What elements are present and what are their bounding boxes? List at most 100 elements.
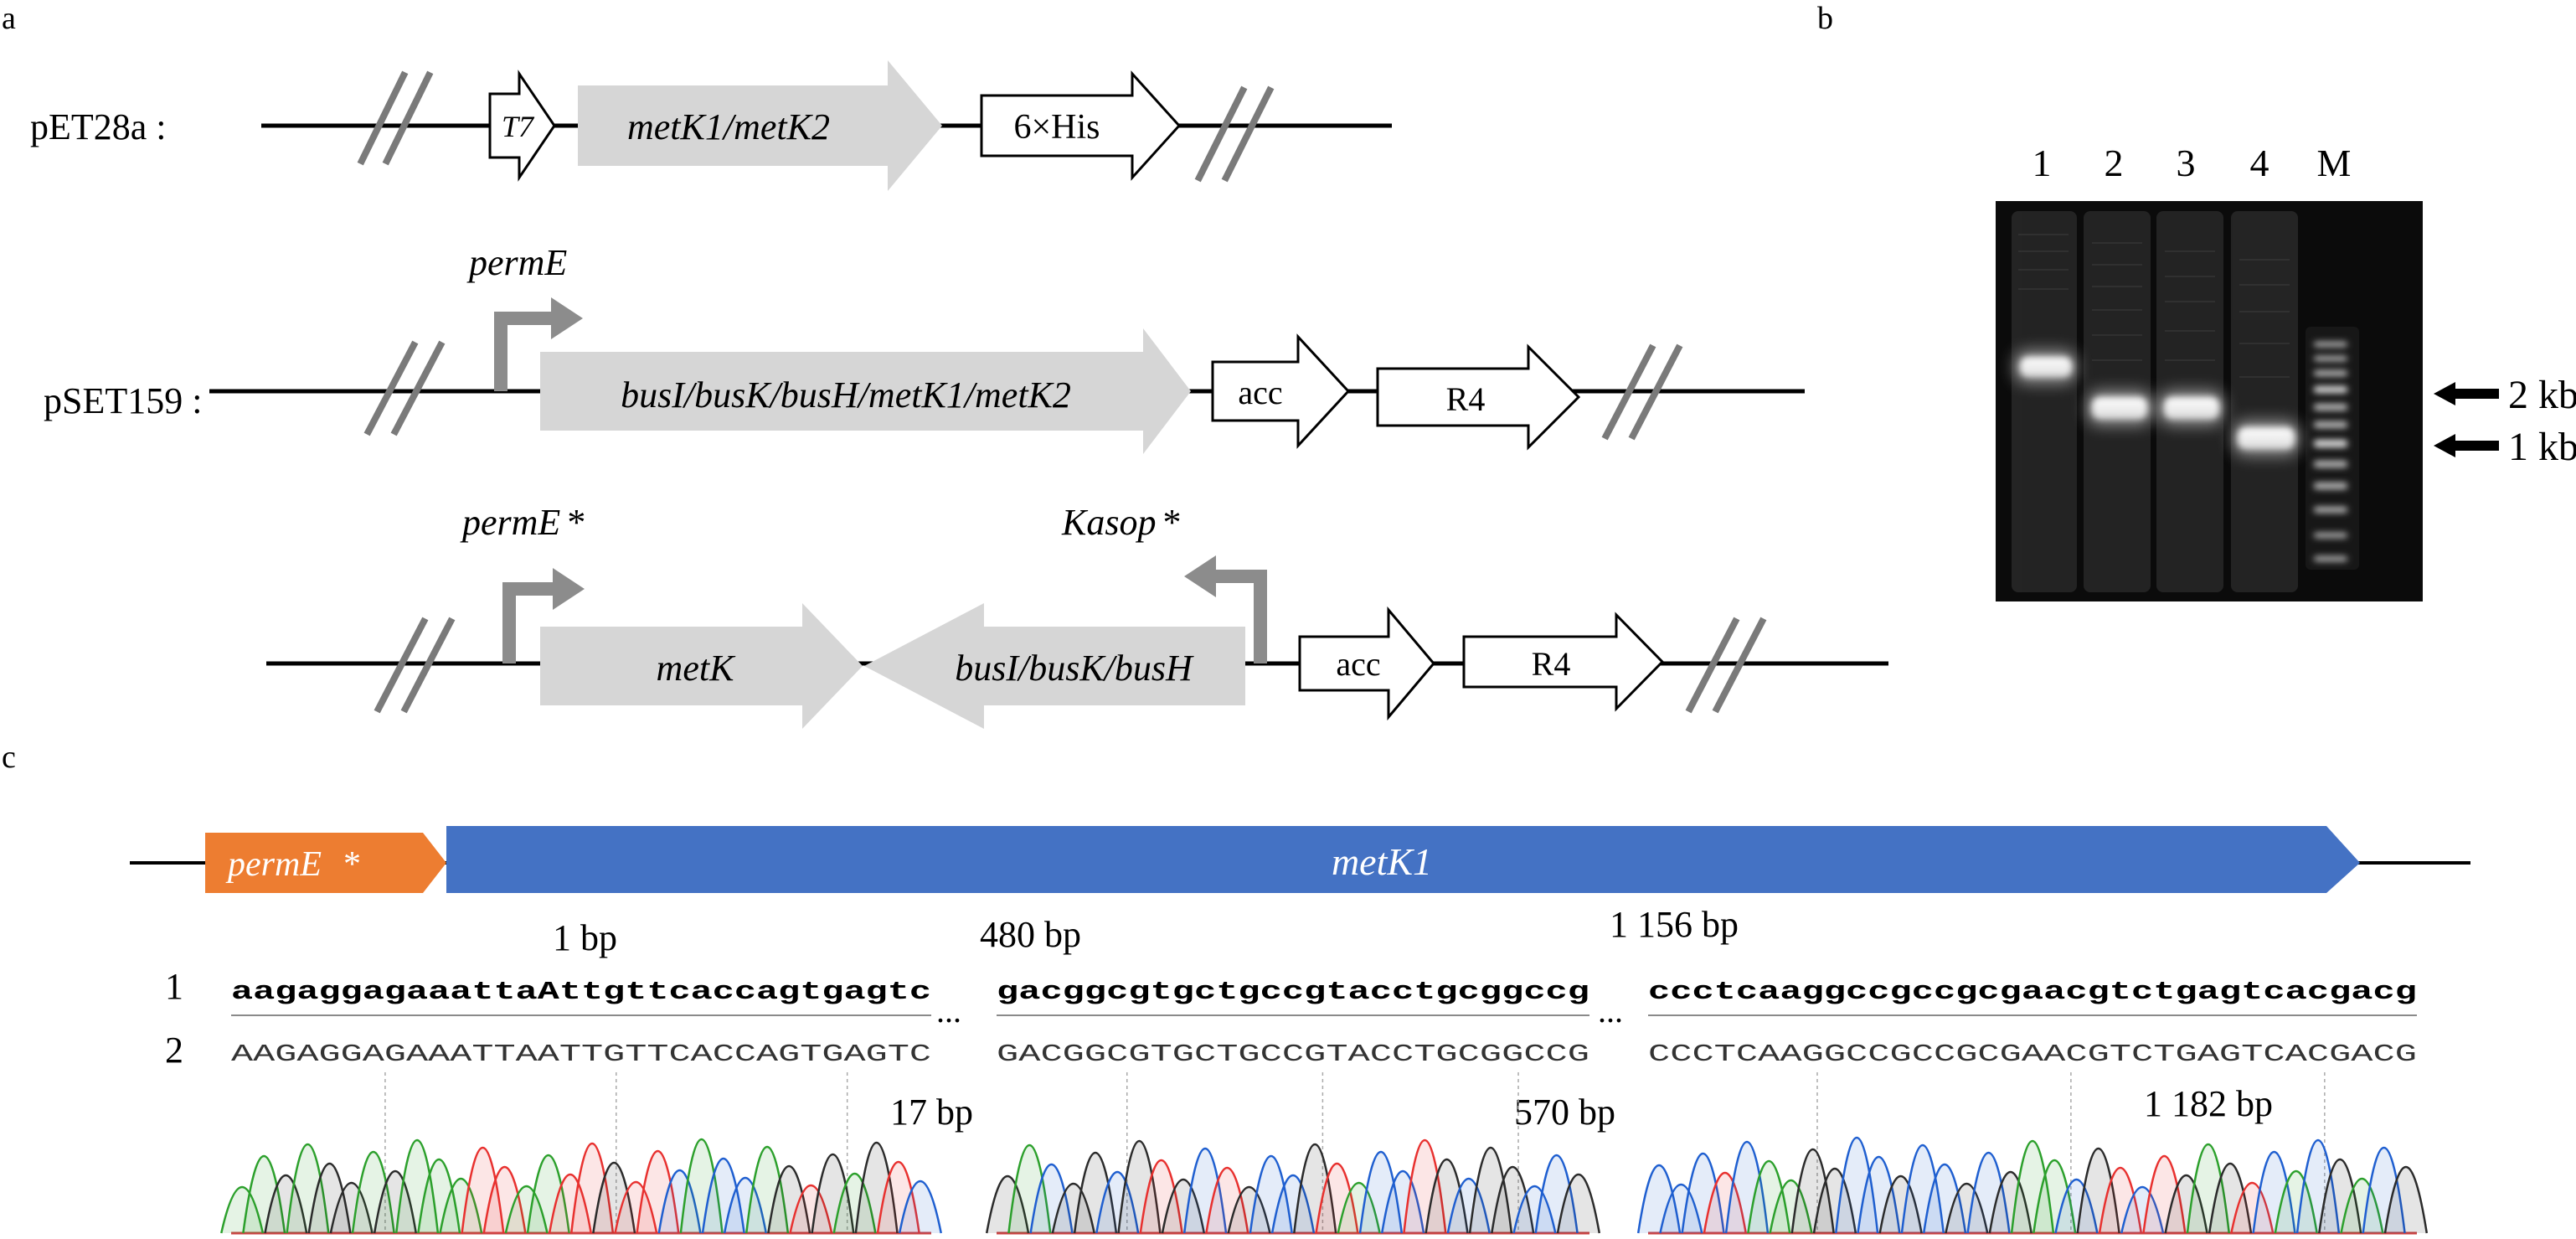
chromatogram-peak xyxy=(2120,1186,2165,1234)
chromatogram-peak xyxy=(439,1177,483,1234)
chromatogram-peak xyxy=(504,1185,549,1234)
acc-label: acc xyxy=(1238,374,1282,411)
segment-3-ref: ccctcaaggccgccgcgaacgtctgagtcacgacg xyxy=(1648,978,2417,1007)
chromatogram-peak xyxy=(1425,1158,1469,1234)
chromatogram-peak xyxy=(1337,1181,1381,1234)
chromatogram-peak xyxy=(2318,1158,2362,1234)
chromatogram-peak xyxy=(2054,1178,2099,1234)
segment-2-end: 570 bp xyxy=(1514,1092,1615,1133)
chromatogram-peak xyxy=(526,1154,570,1234)
chromatogram-peak xyxy=(679,1138,724,1234)
chromatogram-peak xyxy=(1857,1156,1901,1234)
perme-label: permE xyxy=(466,242,567,283)
metk1-bar-label: metK1 xyxy=(1332,840,1432,883)
ladder-bands xyxy=(2314,342,2347,561)
chromatogram-peak xyxy=(1922,1163,1967,1234)
chromatogram-peak xyxy=(1945,1182,1989,1234)
chromatogram-peak xyxy=(1769,1179,1813,1234)
chromatogram-peak xyxy=(2164,1174,2208,1234)
reference-sequences: aagaggagaaattaAttgttcaccagtgagtc gacggcg… xyxy=(231,978,2417,1007)
chromatogram-peak xyxy=(2340,1177,2384,1234)
chromatogram-peak xyxy=(2186,1143,2230,1234)
panel-label-a: a xyxy=(2,1,16,36)
chromatograms xyxy=(220,1072,2429,1235)
ellipsis-2: ... xyxy=(1598,992,1623,1030)
panel-label-c: c xyxy=(2,740,16,775)
pet28a-construct: pET28a : T7 metK1/metK2 6×His xyxy=(30,60,1392,191)
chromatogram-peak xyxy=(701,1158,745,1234)
chromatogram-peak xyxy=(614,1180,658,1234)
r4-arrow xyxy=(1462,612,1665,712)
break-mark xyxy=(1194,85,1275,183)
kasop-arrow-head xyxy=(1184,555,1216,597)
metk-gene-arrow xyxy=(578,60,942,191)
segment-1-start: 1 bp xyxy=(553,917,617,958)
t7-promoter-arrow xyxy=(488,70,556,182)
chromatogram-peak xyxy=(242,1155,286,1234)
bus-metk-gene-arrow xyxy=(540,328,1191,454)
read-sequences: AAGAGGAGAAATTAATTGTTCACCAGTGAGTC GACGGCG… xyxy=(231,1040,2417,1068)
r4-label: R4 xyxy=(1532,645,1571,683)
bus-metk-gene-label: busI/busK/busH/metK1/metK2 xyxy=(621,374,1071,416)
t7-label: T7 xyxy=(502,110,535,143)
chromatogram-peak xyxy=(1988,1171,2032,1234)
lane-label-1: 1 xyxy=(2032,142,2052,184)
chromatogram-peak xyxy=(1812,1168,1857,1234)
lane-label-m: M xyxy=(2317,142,2352,184)
chromatogram-peak xyxy=(1139,1159,1183,1234)
gel-panel: 1 2 3 4 M xyxy=(1996,142,2576,601)
chromatogram-peak xyxy=(329,1181,374,1234)
kasop-promoter-arrow xyxy=(1214,570,1267,663)
chromatogram-peak xyxy=(2230,1181,2275,1234)
perme-promoter-arrow xyxy=(494,312,553,391)
chromatogram-peak xyxy=(1703,1172,1747,1234)
chromatogram-peak xyxy=(1878,1175,1923,1234)
chromatogram-peak xyxy=(307,1162,352,1234)
chromatogram-peak xyxy=(2142,1155,2187,1234)
chromatogram-peak xyxy=(1293,1143,1337,1234)
chromatogram-peak xyxy=(1900,1143,1945,1234)
chromatogram-peak xyxy=(1446,1177,1491,1234)
segment-1-read: AAGAGGAGAAATTAATTGTTCACCAGTGAGTC xyxy=(231,1040,931,1068)
perme-star-arrow-head xyxy=(553,568,585,610)
chromatogram-peak xyxy=(2295,1138,2341,1234)
chromatogram-peak xyxy=(2383,1165,2429,1234)
break-mark xyxy=(374,617,456,714)
r4-label: R4 xyxy=(1446,380,1486,418)
chromatogram-peak xyxy=(395,1138,440,1234)
chromatogram-peak xyxy=(2010,1139,2055,1234)
chromatogram-peak xyxy=(811,1154,855,1234)
pset159-construct: pSET159 : permE busI/busK/busH/metK1/met… xyxy=(44,242,1805,454)
chromatogram-peak xyxy=(373,1170,417,1234)
chromatogram-peak xyxy=(1681,1153,1725,1234)
marker-1kb-label: 1 kb xyxy=(2508,425,2576,469)
chromatogram-peak xyxy=(2252,1151,2296,1234)
panel-label-b: b xyxy=(1817,1,1833,36)
chromatogram-peak xyxy=(417,1158,461,1234)
r4-arrow xyxy=(1376,343,1581,451)
perme-star-segment xyxy=(205,833,446,893)
chromatogram-peak xyxy=(1182,1148,1228,1234)
metk1-segment xyxy=(446,826,2360,893)
break-mark xyxy=(1601,343,1683,441)
ellipsis-1: ... xyxy=(936,992,961,1030)
chromatogram-peak xyxy=(1161,1178,1206,1234)
row-label-1: 1 xyxy=(165,966,183,1007)
metk1-bar: permE* metK1 xyxy=(130,826,2470,893)
chromatogram-peak xyxy=(1468,1146,1513,1234)
acc-arrow xyxy=(1298,606,1435,721)
chromatogram-peak xyxy=(1095,1171,1140,1234)
chromatogram-peak xyxy=(592,1161,636,1234)
his-tag-label: 6×His xyxy=(1013,108,1100,147)
chromatogram-peak xyxy=(286,1143,330,1234)
marker-2kb-label: 2 kb xyxy=(2508,373,2576,417)
perme-star-bar-label: permE* xyxy=(225,845,361,884)
arrow-left-icon xyxy=(2434,434,2499,457)
chromatogram-peak xyxy=(1403,1138,1447,1234)
row-label-2: 2 xyxy=(165,1030,183,1071)
chromatogram-peak xyxy=(745,1145,790,1234)
chromatogram-peak xyxy=(461,1146,505,1234)
chromatogram-peak xyxy=(548,1174,592,1234)
chromatogram-peak xyxy=(482,1165,527,1234)
chromatogram-peak xyxy=(264,1174,308,1234)
